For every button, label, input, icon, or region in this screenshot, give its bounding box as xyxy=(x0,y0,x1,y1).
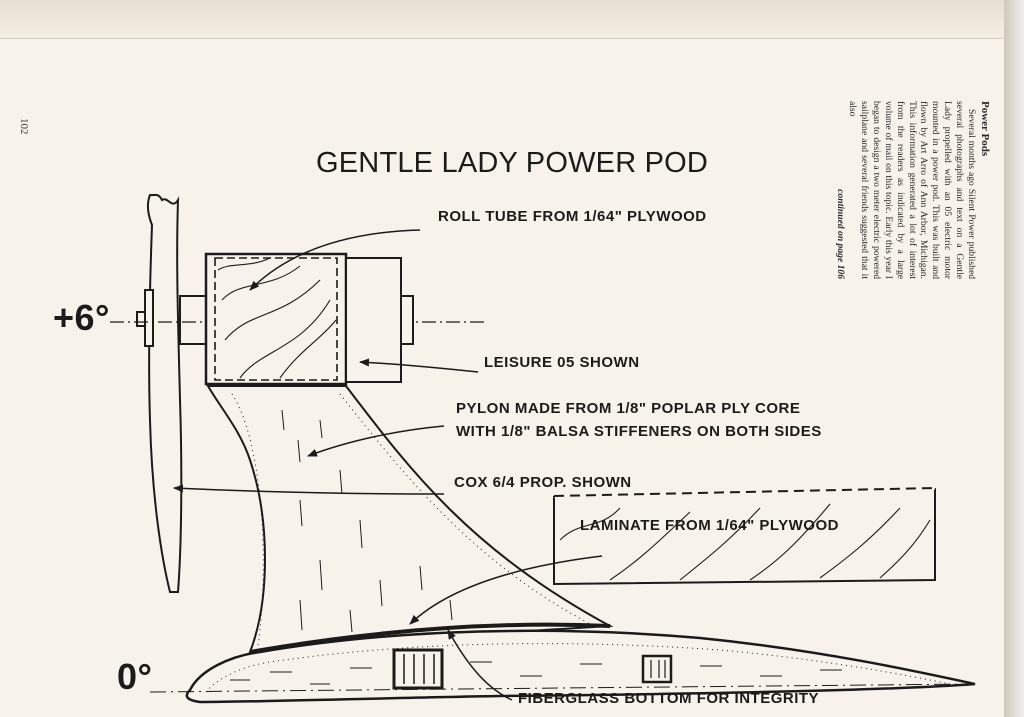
motor-body xyxy=(204,252,348,386)
motor-endcap xyxy=(400,295,414,345)
page-binding-edge xyxy=(1004,0,1024,717)
pylon-stiffener-edge-2 xyxy=(339,393,591,625)
arrow-cox-prop xyxy=(173,484,445,495)
sidebar-heading: Power Pods xyxy=(979,101,991,157)
sidebar-body: Several months ago Silent Power publishe… xyxy=(847,101,978,279)
pylon-grain xyxy=(281,409,453,633)
arrow-roll-tube xyxy=(249,229,421,291)
laminate-box xyxy=(554,496,935,584)
prop-nut xyxy=(136,311,146,327)
sidebar-article: Power Pods Several months ago Silent Pow… xyxy=(834,101,991,279)
label-pylon-line-1: PYLON MADE FROM 1/8" POPLAR PLY CORE xyxy=(456,400,801,417)
arrow-pylon xyxy=(307,425,445,457)
fuselage-block-front xyxy=(392,648,444,690)
label-fiberglass: FIBERGLASS BOTTOM FOR INTEGRITY xyxy=(518,690,820,707)
laminate-grain xyxy=(559,503,931,581)
arrow-leisure xyxy=(359,358,479,373)
label-laminate: LAMINATE FROM 1/64" PLYWOOD xyxy=(580,517,839,534)
label-roll-tube: ROLL TUBE FROM 1/64" PLYWOOD xyxy=(438,208,707,225)
page-top-edge xyxy=(0,0,1004,39)
fiberglass-layer xyxy=(249,622,611,654)
roll-tube-outline xyxy=(214,257,338,381)
fuselage-grain xyxy=(230,661,842,685)
drawing-title: GENTLE LADY POWER POD xyxy=(316,147,709,179)
angle-label-bottom: 0° xyxy=(117,656,153,697)
motor-shaft xyxy=(179,295,207,345)
motor-rear xyxy=(345,257,402,383)
propeller-blade xyxy=(146,193,183,593)
sidebar-continued: continued on page 106 xyxy=(835,189,847,279)
arrow-fiberglass xyxy=(447,629,513,701)
label-leisure-motor: LEISURE 05 SHOWN xyxy=(484,354,640,371)
angle-label-top: +6° xyxy=(53,297,110,338)
propeller-hub xyxy=(144,289,154,347)
label-cox-prop: COX 6/4 PROP. SHOWN xyxy=(454,474,632,491)
zero-reference-line xyxy=(149,683,976,693)
label-pylon-line-2: WITH 1/8" BALSA STIFFENERS ON BOTH SIDES xyxy=(456,423,822,440)
pylon-stiffener-edge xyxy=(231,393,264,647)
wood-grain-motor xyxy=(217,257,337,379)
arrow-laminate xyxy=(409,555,603,625)
fuselage-block-rear xyxy=(641,654,673,684)
